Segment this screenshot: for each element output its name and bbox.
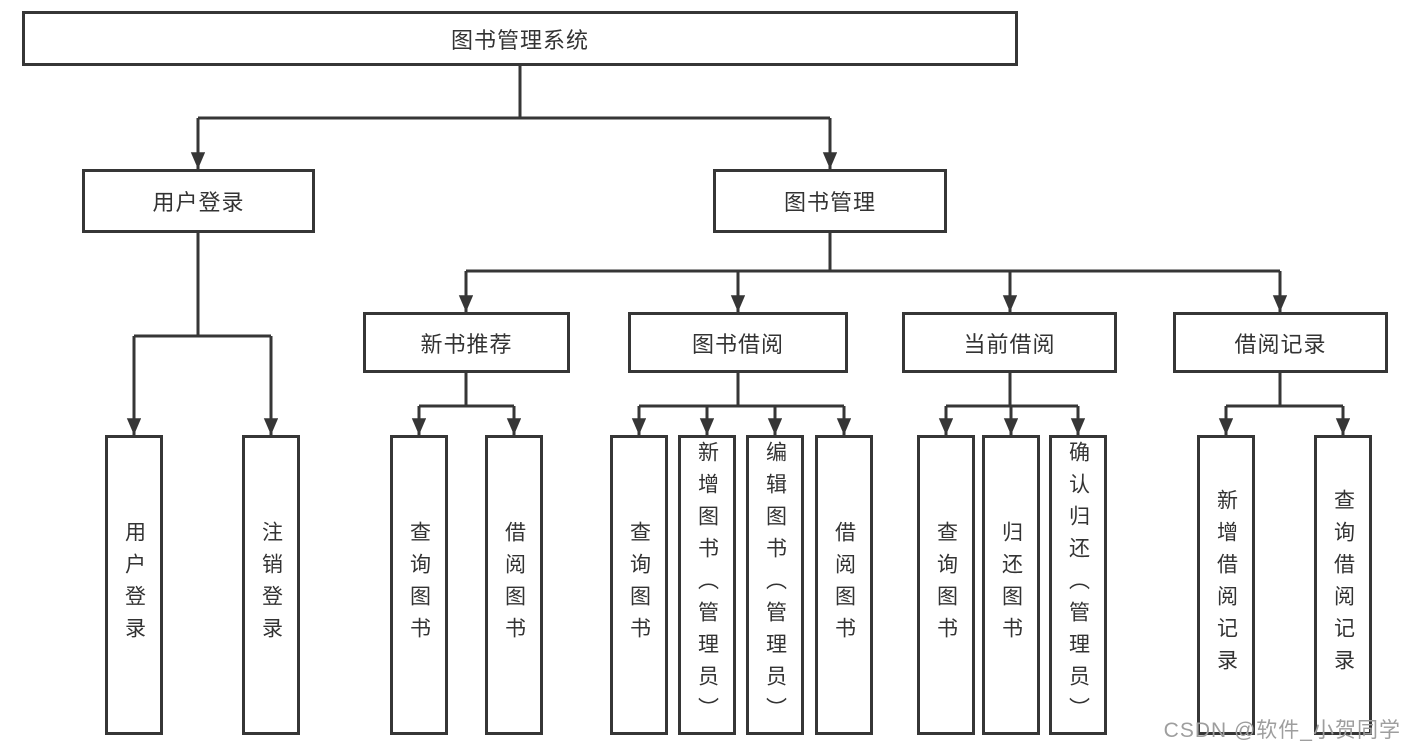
node-root: 图书管理系统 [22,11,1018,66]
node-root-label: 图书管理系统 [450,27,589,53]
node-book-management-label: 图书管理 [783,190,876,215]
leaf-logout-label: 注销登录 [259,521,283,649]
leaf-return-books-label: 归还图书 [999,521,1023,649]
node-book-management: 图书管理 [713,169,947,233]
leaf-borrow-books-newbook: 借阅图书 [485,435,543,735]
node-user-login-label: 用户登录 [152,190,245,215]
leaf-confirm-return-admin: 确认归还（管理员） [1049,435,1107,735]
leaf-add-borrow-record: 新增借阅记录 [1197,435,1255,735]
edge-bus-user-login [134,233,271,338]
leaf-edit-books-admin-label: 编辑图书（管理员） [763,441,787,729]
node-current-borrow-label: 当前借阅 [963,331,1056,357]
leaf-return-books: 归还图书 [982,435,1040,735]
node-borrow-records: 借阅记录 [1173,312,1388,373]
leaf-borrow-books-newbook-label: 借阅图书 [502,521,526,649]
node-new-book-recommend-label: 新书推荐 [420,331,513,357]
node-borrow-records-label: 借阅记录 [1234,331,1327,357]
leaf-user-login: 用户登录 [105,435,163,735]
leaf-add-books-admin: 新增图书（管理员） [678,435,736,735]
edge-bus-root [198,66,830,120]
edge-bus-borrow-records [1226,373,1343,408]
leaf-edit-books-admin: 编辑图书（管理员） [746,435,804,735]
node-book-borrow-label: 图书借阅 [691,331,784,357]
leaf-add-borrow-record-label: 新增借阅记录 [1214,489,1238,681]
node-current-borrow: 当前借阅 [902,312,1117,373]
leaf-query-books-newbook: 查询图书 [390,435,448,735]
leaf-confirm-return-admin-label: 确认归还（管理员） [1066,441,1090,729]
node-user-login: 用户登录 [82,169,315,233]
leaf-query-books-current-label: 查询图书 [934,521,958,649]
leaf-query-borrow-record: 查询借阅记录 [1314,435,1372,735]
leaf-query-books-borrow-label: 查询图书 [627,521,651,649]
edge-bus-book-borrow [639,373,844,408]
edge-bus-current-borrow [946,373,1078,408]
leaf-add-books-admin-label: 新增图书（管理员） [695,441,719,729]
leaf-borrow-books-label: 借阅图书 [832,521,856,649]
leaf-query-books-newbook-label: 查询图书 [407,521,431,649]
node-book-borrow: 图书借阅 [628,312,848,373]
node-new-book-recommend: 新书推荐 [363,312,570,373]
edge-bus-new-book [419,373,514,408]
leaf-query-borrow-record-label: 查询借阅记录 [1331,489,1355,681]
leaf-query-books-current: 查询图书 [917,435,975,735]
csdn-watermark: CSDN @软件_小贺同学 [1163,719,1401,742]
leaf-query-books-borrow: 查询图书 [610,435,668,735]
leaf-logout: 注销登录 [242,435,300,735]
edge-bus-book-mgmt [466,233,1280,273]
leaf-user-login-label: 用户登录 [122,521,146,649]
leaf-borrow-books: 借阅图书 [815,435,873,735]
